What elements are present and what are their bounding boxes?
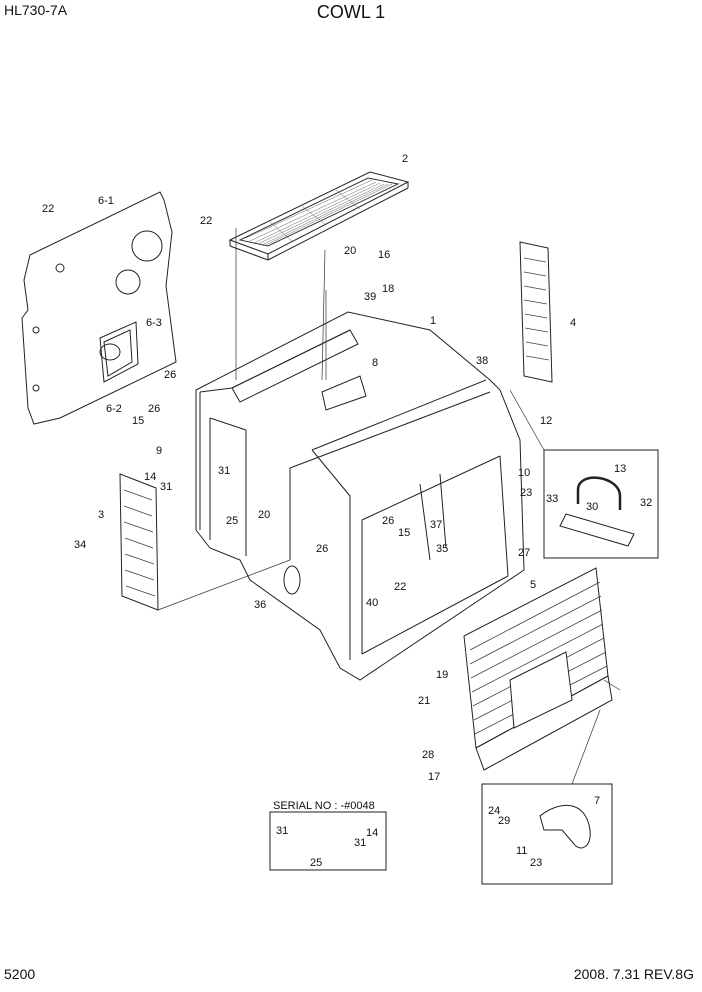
part-callout-31: 31 xyxy=(218,465,230,477)
part-callout-14: 14 xyxy=(144,471,156,483)
part-callout-38: 38 xyxy=(476,355,488,367)
door-part xyxy=(463,567,613,771)
part-callout-24: 24 xyxy=(488,805,500,817)
part-callout-17: 17 xyxy=(428,771,440,783)
page-title: COWL 1 xyxy=(316,2,386,22)
serial-note: SERIAL NO : -#0048 xyxy=(273,800,375,812)
serial-detail-box xyxy=(269,811,387,871)
part-callout-36: 36 xyxy=(254,599,266,611)
part-callout-29: 29 xyxy=(498,815,510,827)
part-callout-37: 37 xyxy=(430,519,442,531)
part-callout-7: 7 xyxy=(594,795,600,807)
part-callout-labels: 123456-16-26-378910111213141415151617181… xyxy=(42,153,652,869)
part-callout-20: 20 xyxy=(258,509,270,521)
part-callout-9: 9 xyxy=(156,445,162,457)
part-callout-13: 13 xyxy=(614,463,626,475)
part-callout-26: 26 xyxy=(382,515,394,527)
part-callout-40: 40 xyxy=(366,597,378,609)
part-callout-1: 1 xyxy=(430,315,436,327)
part-callout-3: 3 xyxy=(98,509,104,521)
part-callout-39: 39 xyxy=(364,291,376,303)
cowl-body-part xyxy=(195,311,525,681)
front-grille-part xyxy=(119,473,159,611)
part-callout-21: 21 xyxy=(418,695,430,707)
part-callout-26: 26 xyxy=(164,369,176,381)
part-callout-22: 22 xyxy=(42,203,54,215)
part-callout-11: 11 xyxy=(516,845,527,857)
part-callout-14: 14 xyxy=(366,827,378,839)
handle-detail-box xyxy=(543,449,659,559)
part-callout-27: 27 xyxy=(518,547,530,559)
part-callout-20: 20 xyxy=(344,245,356,257)
part-callout-33: 33 xyxy=(546,493,558,505)
part-callout-23: 23 xyxy=(520,487,532,499)
part-callout-30: 30 xyxy=(586,501,598,513)
part-callout-16: 16 xyxy=(378,249,390,261)
part-callout-26: 26 xyxy=(148,403,160,415)
model-code: HL730-7A xyxy=(4,2,68,18)
part-callout-15: 15 xyxy=(398,527,410,539)
part-callout-5: 5 xyxy=(530,579,536,591)
part-callout-19: 19 xyxy=(436,669,448,681)
part-callout-34: 34 xyxy=(74,539,86,551)
part-callout-4: 4 xyxy=(570,317,576,329)
part-callout-26: 26 xyxy=(316,543,328,555)
part-callout-6-3: 6-3 xyxy=(146,317,162,329)
part-callout-28: 28 xyxy=(422,749,434,761)
left-panel-part xyxy=(21,191,177,425)
part-callout-10: 10 xyxy=(518,467,530,479)
part-callout-12: 12 xyxy=(540,415,552,427)
part-callout-35: 35 xyxy=(436,543,448,555)
part-callout-31: 31 xyxy=(354,837,366,849)
part-callout-23: 23 xyxy=(530,857,542,869)
part-callout-8: 8 xyxy=(372,357,378,369)
part-callout-6-1: 6-1 xyxy=(98,195,114,207)
part-callout-6-2: 6-2 xyxy=(106,403,122,415)
part-callout-31: 31 xyxy=(160,481,172,493)
part-callout-32: 32 xyxy=(640,497,652,509)
part-callout-25: 25 xyxy=(226,515,238,527)
revision-date: 2008. 7.31 REV.8G xyxy=(573,966,694,982)
part-callout-15: 15 xyxy=(132,415,144,427)
part-callout-22: 22 xyxy=(394,581,406,593)
right-grille-part xyxy=(519,241,553,383)
part-callout-2: 2 xyxy=(402,153,408,165)
page-number: 5200 xyxy=(4,966,36,982)
top-grille-part xyxy=(228,171,410,261)
part-callout-31: 31 xyxy=(276,825,288,837)
part-callout-25: 25 xyxy=(310,857,322,869)
latch-detail-box xyxy=(481,783,613,885)
part-callout-22: 22 xyxy=(200,215,212,227)
part-callout-18: 18 xyxy=(382,283,394,295)
